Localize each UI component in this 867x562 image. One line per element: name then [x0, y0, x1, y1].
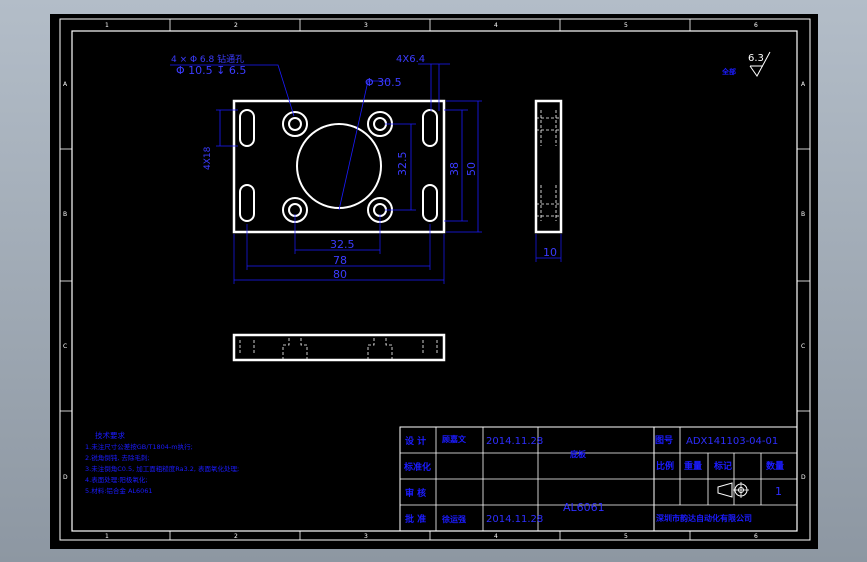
- tb-standard-label: 标准化: [403, 461, 431, 473]
- holes-note-1: 4 × Φ 6.8 钻通孔: [171, 53, 244, 65]
- zone-top-3: 3: [364, 22, 368, 29]
- zone-right-a: A: [801, 81, 806, 88]
- notes-line: 1.未注尺寸公差按GB/T1804-m执行;: [85, 442, 193, 451]
- svg-text:全部: 全部: [721, 67, 736, 76]
- zone-bottom-3: 3: [364, 533, 368, 540]
- zone-top-2: 2: [234, 22, 238, 29]
- slot: [239, 184, 255, 222]
- projection-symbol-icon: [717, 482, 749, 498]
- dim-80: 80: [333, 268, 347, 281]
- title-block: [399, 426, 798, 532]
- tb-company: 深圳市韵达自动化有限公司: [656, 513, 752, 523]
- zone-bottom-1: 1: [105, 533, 109, 540]
- notes-line: 2.锐角倒钝, 去除毛刺;: [85, 453, 150, 462]
- tb-designer-date: 2014.11.28: [486, 436, 543, 447]
- dim-50: 50: [465, 162, 478, 176]
- plate-outline: [232, 99, 446, 234]
- slot: [422, 184, 438, 222]
- zone-top-1: 1: [105, 22, 109, 29]
- notes-line: 4.表面处理:阳极氧化;: [85, 475, 148, 484]
- tb-approve-label: 批 准: [405, 513, 426, 525]
- top-zone-ticks: [60, 19, 810, 540]
- zone-left-c: C: [63, 343, 67, 350]
- zone-bottom-4: 4: [494, 533, 498, 540]
- outer-frame: [59, 18, 811, 541]
- technical-notes: 技术要求 1.未注尺寸公差按GB/T1804-m执行; 2.锐角倒钝, 去除毛刺…: [85, 430, 239, 495]
- zone-top-5: 5: [624, 22, 628, 29]
- front-view: [232, 99, 446, 234]
- tb-drawing-no: ADX141103-04-01: [686, 436, 778, 447]
- zone-top-4: 4: [494, 22, 498, 29]
- dim-78: 78: [333, 254, 347, 267]
- tb-qty-label: 数量: [766, 460, 784, 472]
- roughness-symbol: 全部 6.3: [721, 51, 771, 77]
- notes-title: 技术要求: [95, 430, 125, 440]
- zone-left-b: B: [63, 211, 67, 218]
- notes-line: 3.未注倒角C0.5, 加工面粗糙度Ra3.2, 表面氧化处理;: [85, 464, 239, 473]
- tb-scale-label: 比例: [656, 460, 674, 472]
- dim-32-5-vertical: 32.5: [396, 152, 409, 177]
- dim-10: 10: [543, 246, 557, 259]
- central-bore: [296, 123, 382, 209]
- dim-4x6-4: 4X6.4: [396, 54, 425, 65]
- tb-designer-name: 顾嘉文: [442, 434, 467, 444]
- tb-approver-name: 徐运强: [441, 514, 466, 524]
- bottom-outline: [232, 333, 446, 362]
- tb-part-name: 底板: [569, 449, 587, 459]
- zone-bottom-6: 6: [754, 533, 758, 540]
- tb-review-label: 审 核: [405, 487, 426, 499]
- zone-right-c: C: [801, 343, 805, 350]
- slot: [422, 109, 438, 147]
- side-outline: [534, 99, 563, 234]
- zone-right-b: B: [801, 211, 805, 218]
- cad-drawing: 1 2 3 4 5 6 1 2 3 4 5 6 A B C D A B C D …: [59, 18, 811, 541]
- zone-left-a: A: [63, 81, 68, 88]
- tb-approve-date: 2014.11.28: [486, 514, 543, 525]
- front-view-dimensions: [170, 63, 482, 284]
- tb-weight-label: 重量: [684, 460, 702, 472]
- dim-4x18: 4X18: [203, 146, 213, 170]
- tb-designer-label: 设 计: [405, 435, 426, 447]
- counterbore-hole: [282, 111, 308, 137]
- tb-material: AL6061: [563, 501, 605, 514]
- slot: [239, 109, 255, 147]
- tb-qty: 1: [775, 485, 782, 498]
- tb-drawing-no-label: 图号: [655, 435, 673, 446]
- dim-32-5-horizontal: 32.5: [330, 238, 355, 251]
- drawing-sheet: 1 2 3 4 5 6 1 2 3 4 5 6 A B C D A B C D …: [50, 14, 818, 549]
- side-view: [534, 99, 563, 262]
- tb-mark-label: 标记: [713, 460, 732, 472]
- bottom-view: [232, 333, 446, 362]
- holes-note-2: Φ 10.5 ↧ 6.5: [176, 64, 246, 77]
- zone-top-6: 6: [754, 22, 758, 29]
- svg-text:6.3: 6.3: [748, 53, 764, 64]
- dim-38: 38: [448, 162, 461, 176]
- inner-frame: [71, 30, 798, 532]
- notes-line: 5.材料:铝合金 AL6061: [85, 486, 153, 495]
- zone-bottom-5: 5: [624, 533, 628, 540]
- zone-left-d: D: [63, 474, 68, 481]
- dim-dia-30-5: Φ 30.5: [365, 76, 402, 89]
- zone-bottom-2: 2: [234, 533, 238, 540]
- zone-right-d: D: [801, 474, 806, 481]
